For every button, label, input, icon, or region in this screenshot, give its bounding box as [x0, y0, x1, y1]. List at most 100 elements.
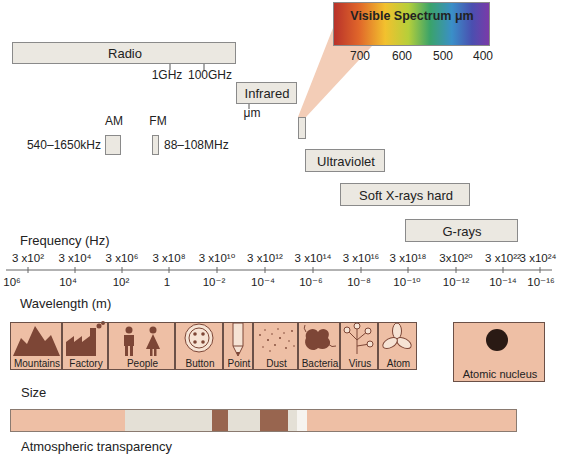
axis-tick [169, 267, 170, 273]
transparency-segment [125, 409, 212, 432]
size-cell: Atom [378, 322, 417, 370]
wavelength-mark: 400 [473, 50, 493, 64]
frequency-value: 3 x10⁶ [106, 252, 139, 265]
axis-tick [75, 267, 76, 273]
virus-head [365, 328, 371, 334]
dust-speck [262, 346, 264, 348]
transparency-segment [297, 409, 307, 432]
woman-leg [150, 348, 153, 356]
transparency-bar: Atmospheric transparency [10, 409, 517, 432]
size-label: Point [228, 358, 251, 370]
frequency-value: 3 x10⁸ [153, 252, 186, 265]
axis-tick [503, 267, 504, 273]
size-cell: Dust [253, 322, 298, 370]
band-box: Soft X-rays hard [340, 183, 470, 206]
bacteria-icon [305, 329, 330, 350]
atom-icon [381, 323, 413, 351]
button-hole [201, 340, 205, 344]
wavelength-value: 10⁻² [203, 276, 226, 289]
wavelength-value: 10⁻⁶ [299, 276, 323, 289]
size-label: People [127, 358, 158, 370]
axis-tick [313, 267, 314, 273]
frequency-value: 3 x10¹⁸ [390, 252, 427, 265]
frequency-mark: 1GHz [152, 69, 183, 83]
band-name: Visible Spectrum μm [350, 9, 473, 23]
dust-icon [259, 328, 295, 352]
frequency-value: 3 x10¹⁰ [199, 252, 236, 265]
atom-petal [381, 335, 399, 351]
button-hole [193, 340, 197, 344]
band-box: G-rays [405, 219, 518, 242]
frequency-value: 3 x10⁴ [58, 252, 91, 265]
dust-speck [277, 328, 279, 330]
transparency-segment [288, 409, 297, 432]
dust-speck [271, 333, 273, 335]
axis-line [6, 270, 552, 271]
size-cell: Bacteria [298, 322, 340, 370]
wavelength-mark: 500 [433, 50, 453, 64]
row-title: Size [21, 386, 46, 401]
wavelength-value: 1 [164, 276, 170, 289]
size-cell: Mountains [10, 322, 62, 370]
band-box: Ultraviolet [305, 149, 385, 172]
bacteria-tail [304, 325, 336, 347]
axis-tick [28, 267, 29, 273]
size-label: Bacteria [302, 358, 339, 370]
virus-head [354, 323, 360, 329]
frequency-value: 3 x10¹² [247, 252, 283, 265]
pencil-edge [233, 346, 243, 347]
size-cell: People [108, 322, 175, 370]
band-name: AM [105, 115, 123, 129]
atom-petal [393, 323, 402, 339]
dust-speck [293, 345, 295, 347]
size-strip-fill [10, 322, 417, 370]
woman-head [150, 327, 157, 334]
frequency-value: 3 x10² [12, 252, 44, 265]
dust-speck [291, 330, 293, 332]
wavelength-value: 10⁻⁴ [251, 276, 275, 289]
wavelength-value: 10⁻¹² [443, 276, 470, 289]
frequency-value: 3 x10¹⁴ [295, 252, 332, 265]
visible-marker [299, 118, 306, 139]
frequency-range: 540–1650kHz [27, 139, 101, 153]
pencil-tip [236, 352, 240, 356]
dust-speck [283, 332, 285, 334]
button-hole [201, 332, 205, 336]
axis-tick [217, 267, 218, 273]
transparency-segment [307, 409, 517, 432]
man-head [126, 327, 133, 334]
row-title: Atmospheric transparency [21, 440, 172, 455]
dust-speck [259, 334, 261, 336]
transparency-segment [10, 409, 125, 432]
broadcast-band-box: AM540–1650kHz [105, 135, 121, 155]
frequency-range: 88–108MHz [164, 139, 229, 153]
broadcast-band-box: FM88–108MHz [152, 135, 159, 155]
band-name: Ultraviolet [317, 154, 375, 169]
frequency-mark: 100GHz [188, 69, 232, 83]
band-box: Radio [12, 42, 236, 64]
dust-speck [269, 350, 271, 352]
dust-speck [288, 340, 290, 342]
band-name: Radio [108, 47, 142, 62]
dust-speck [274, 344, 276, 346]
frequency-value: 3 x10²² [485, 252, 521, 265]
size-cell: Point [223, 322, 253, 370]
nucleus-box: Atomic nucleus [453, 322, 545, 382]
virus-head [367, 341, 373, 347]
virus-head [344, 327, 350, 333]
dust-speck [285, 347, 287, 349]
axis-tick [540, 267, 541, 273]
mountains-icon [13, 326, 60, 356]
axis-tick [361, 267, 362, 273]
visible-spectrum-box: Visible Spectrum μm [333, 2, 490, 46]
smoke-puff [97, 324, 102, 329]
man-leg [130, 345, 133, 356]
dust-speck [264, 329, 266, 331]
frequency-value: 3x10²⁰ [439, 252, 472, 265]
button-hole [193, 332, 197, 336]
man-leg [125, 345, 128, 356]
band-box: Infrared [236, 82, 297, 104]
nucleus-dot [486, 329, 508, 351]
